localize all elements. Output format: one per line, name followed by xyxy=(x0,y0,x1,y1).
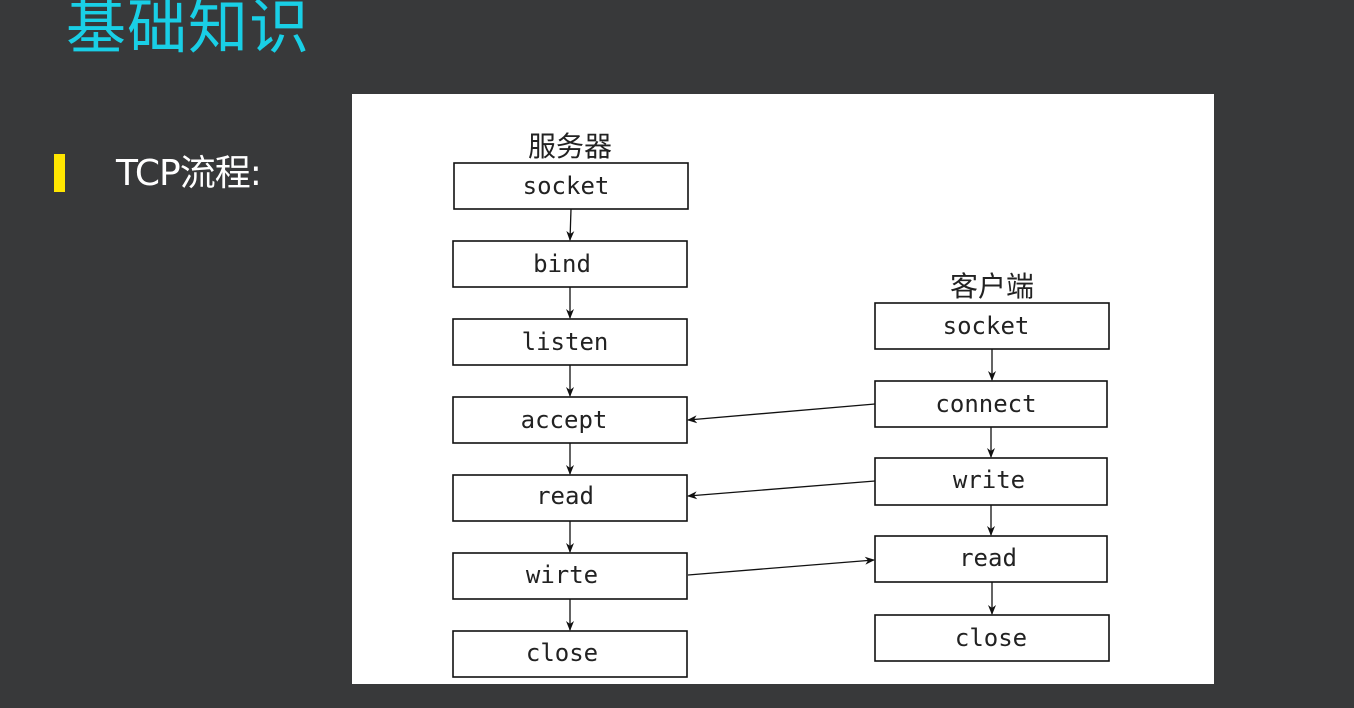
client-step-connect-label: connect xyxy=(935,390,1036,418)
connect-to-accept-arrow xyxy=(687,403,876,424)
server-step-listen: listen xyxy=(452,318,688,366)
bullet-marker xyxy=(54,154,65,192)
server-step-read-label: read xyxy=(536,482,594,510)
client-step-connect: connect xyxy=(874,380,1108,428)
client-step-socket-label: socket xyxy=(943,312,1030,340)
server-step-wirte: wirte xyxy=(452,552,688,600)
server-step-listen-label: listen xyxy=(522,328,609,356)
tcp-flow-svg: 服务器 客户端 socket bind listen accept read w… xyxy=(452,130,1110,678)
client-step-read: read xyxy=(874,535,1108,583)
client-step-socket: socket xyxy=(874,302,1110,350)
server-step-socket: socket xyxy=(453,162,689,210)
page-title: 基础知识 xyxy=(66,0,310,63)
client-step-close-label: close xyxy=(955,624,1027,652)
client-column-title: 客户端 xyxy=(950,270,1034,303)
server-step-bind: bind xyxy=(452,240,688,288)
client-step-write: write xyxy=(874,457,1108,506)
client-step-read-label: read xyxy=(959,544,1017,572)
bullet-label: TCP流程: xyxy=(116,153,262,194)
wirte-to-read-arrow xyxy=(687,556,875,576)
server-arrow-1 xyxy=(566,208,575,241)
tcp-flow-diagram: 服务器 客户端 socket bind listen accept read w… xyxy=(352,94,1214,684)
client-step-close: close xyxy=(874,614,1110,662)
client-step-write-label: write xyxy=(953,466,1025,494)
server-step-wirte-label: wirte xyxy=(526,561,598,589)
write-to-read-arrow xyxy=(687,480,876,500)
server-step-bind-label: bind xyxy=(533,250,591,278)
server-column-title: 服务器 xyxy=(528,130,612,163)
server-step-socket-label: socket xyxy=(523,172,610,200)
server-step-close: close xyxy=(452,630,688,678)
server-step-read: read xyxy=(452,474,688,522)
server-step-close-label: close xyxy=(526,639,598,667)
server-step-accept: accept xyxy=(452,396,688,444)
server-step-accept-label: accept xyxy=(521,406,608,434)
